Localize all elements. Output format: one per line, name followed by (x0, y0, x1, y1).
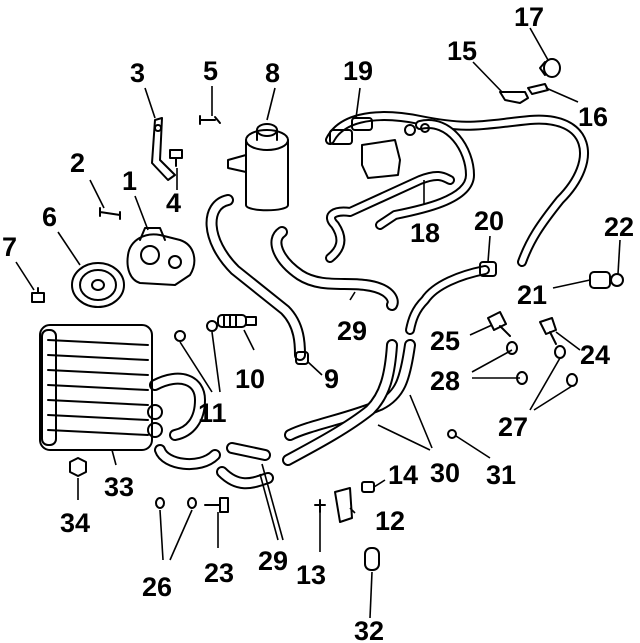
bolt-4 (169, 149, 183, 167)
callout-34: 34 (60, 508, 90, 538)
callout-16: 16 (578, 102, 608, 132)
callout-26: 26 (142, 572, 172, 602)
callout-14: 14 (388, 460, 418, 490)
washer-27 (554, 345, 578, 387)
reservoir (227, 123, 289, 212)
callout-18: 18 (410, 218, 440, 248)
fitting-10 (217, 314, 257, 328)
callout-25: 25 (430, 326, 460, 356)
bolt-7 (31, 287, 45, 303)
oil-cooler (39, 324, 163, 451)
bracket-15 (499, 91, 529, 104)
callout-1: 1 (122, 166, 137, 196)
callout-5: 5 (203, 56, 218, 86)
callout-19: 19 (343, 56, 373, 86)
hose-line-20 (405, 265, 490, 335)
callout-30: 30 (430, 458, 460, 488)
nut-14 (361, 481, 375, 493)
callout-27: 27 (498, 412, 528, 442)
callout-28: 28 (430, 366, 460, 396)
callout-20: 20 (474, 206, 504, 236)
hose-cooler-outlet (149, 372, 221, 471)
callout-29-lower: 29 (258, 546, 288, 576)
fitting-9 (295, 351, 309, 365)
bracket (151, 117, 176, 181)
callout-29-upper: 29 (337, 316, 367, 346)
callout-22: 22 (604, 212, 634, 242)
fitting-21 (589, 271, 611, 289)
hose-end-19 (329, 117, 373, 145)
callout-12: 12 (375, 506, 405, 536)
callout-15: 15 (447, 36, 477, 66)
hose-line-19-to-right (325, 111, 589, 267)
callout-24: 24 (580, 340, 610, 370)
bolt-25 (487, 311, 511, 337)
power-steering-pump (126, 227, 196, 286)
bolt-2 (99, 207, 121, 220)
grommet-32 (364, 547, 380, 571)
pulley (71, 262, 125, 308)
callout-7: 7 (2, 232, 17, 262)
callout-31: 31 (486, 460, 516, 490)
hose-return-29-lower (216, 442, 274, 490)
clamp-31 (447, 429, 457, 439)
leader-lines (15, 27, 621, 619)
callout-9: 9 (324, 364, 339, 394)
callout-8: 8 (265, 58, 280, 88)
hose-cooler-lines-30 (282, 339, 416, 466)
callout-32: 32 (354, 616, 384, 643)
callout-13: 13 (296, 560, 326, 590)
callout-23: 23 (204, 558, 234, 588)
hose-line-upper-loop (375, 119, 475, 230)
bolt-23 (204, 497, 229, 513)
washer-11 (174, 320, 218, 342)
callout-3: 3 (130, 58, 145, 88)
bolt-5 (199, 115, 221, 125)
nut-34 (69, 457, 87, 477)
callout-6: 6 (42, 202, 57, 232)
valve-block (361, 123, 430, 179)
hose-reservoir-to-pump (205, 194, 306, 361)
washer-26 (155, 497, 197, 509)
bracket-12 (334, 487, 353, 523)
callout-11: 11 (198, 398, 227, 428)
hose-return-29-upper (270, 226, 399, 311)
bolt-13 (314, 499, 326, 513)
callout-21: 21 (517, 280, 547, 310)
nut-22 (610, 273, 624, 287)
callout-17: 17 (514, 2, 544, 32)
callout-33: 33 (104, 472, 134, 502)
hose-line-18 (325, 170, 455, 263)
clip-16 (527, 83, 549, 95)
callout-4: 4 (166, 188, 181, 218)
callout-10: 10 (235, 364, 265, 394)
bolt-24 (539, 317, 557, 345)
callout-2: 2 (70, 148, 85, 178)
clamp-17 (539, 58, 561, 78)
